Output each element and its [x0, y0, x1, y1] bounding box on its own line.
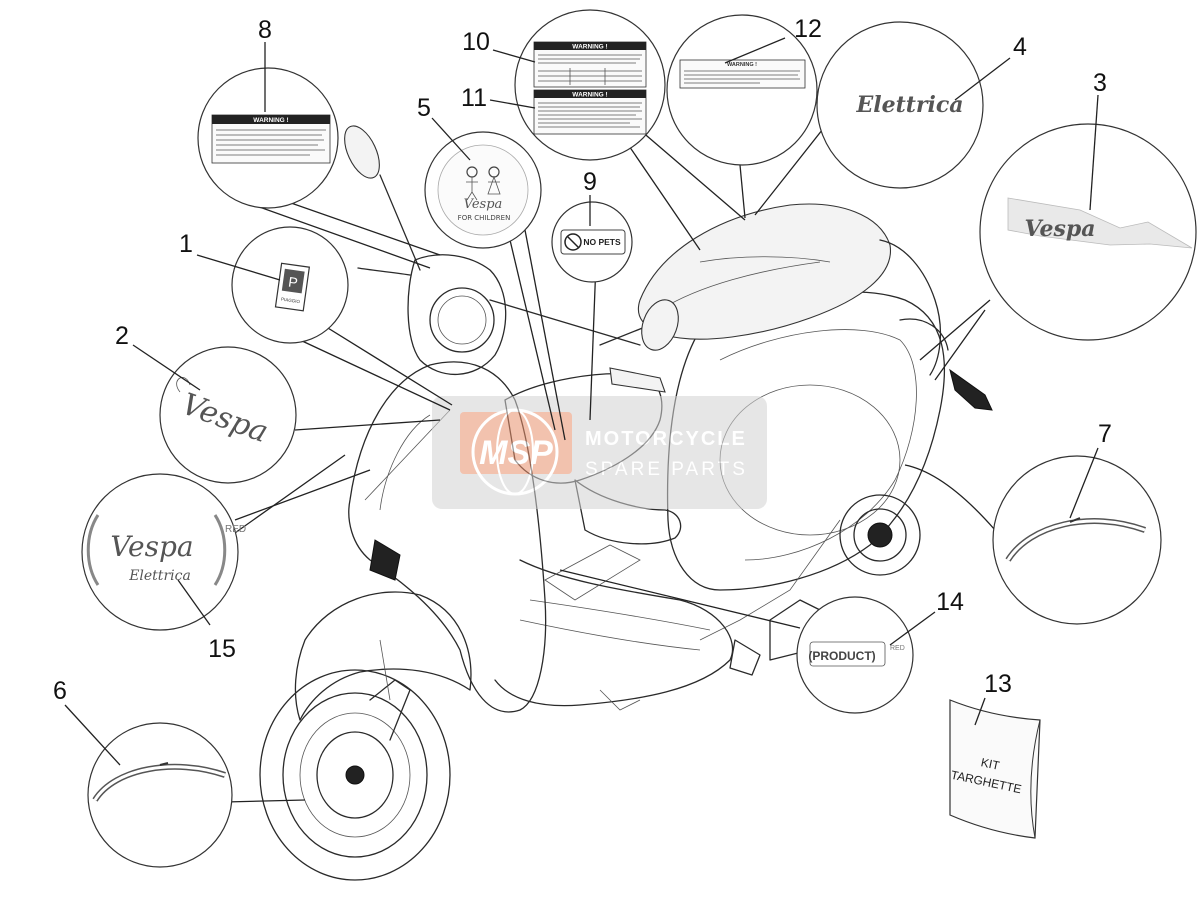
kit-envelope: KIT TARGHETTE [949, 699, 1041, 839]
callout-4: 4 [1013, 33, 1027, 61]
watermark-logo: MSP [479, 434, 553, 472]
callout-5: 5 [417, 94, 431, 122]
detail-circle-2: Vespa [159, 346, 297, 484]
detail-circle-6 [87, 722, 233, 868]
detail-circle-4: Elettrica [816, 21, 984, 189]
detail-circle-12: WARNING ! [666, 14, 818, 166]
warning-label-12: WARNING ! [727, 62, 757, 68]
vespa-logo-5: Vespa [464, 197, 503, 212]
detail-circle-14: (PRODUCT) RED [796, 596, 914, 714]
callout-2: 2 [115, 322, 129, 350]
callout-9: 9 [583, 168, 597, 196]
svg-text:P: P [287, 274, 298, 291]
warning-label-8: WARNING ! [253, 117, 288, 124]
callout-13: 13 [984, 670, 1012, 698]
watermark-badge [460, 412, 572, 474]
callout-15: 15 [208, 635, 236, 663]
watermark: MSP MOTORCYCLE SPARE PARTS [432, 396, 767, 509]
plate-brand: PIAGGIO [281, 297, 301, 305]
detail-circle-8: WARNING ! [197, 67, 339, 209]
detail-circle-5: Vespa FOR CHILDREN [424, 131, 542, 249]
leader-lines [224, 119, 996, 803]
for-children-text: FOR CHILDREN [458, 214, 511, 222]
detail-circle-1: P PIAGGIO [231, 226, 349, 344]
warning-label-10: WARNING ! [572, 44, 607, 51]
kit-label-line1: KIT [980, 755, 1002, 773]
number-leaders [64, 37, 1099, 766]
scooter-outline [259, 125, 993, 881]
watermark-plate [432, 396, 767, 509]
callout-3: 3 [1093, 69, 1107, 97]
elettrica-small: Elettrica [128, 568, 191, 584]
detail-circle-7 [992, 455, 1162, 625]
callout-6: 6 [53, 677, 67, 705]
vespa-logo-15: Vespa [110, 530, 193, 563]
callout-1: 1 [179, 230, 193, 258]
watermark-subtitle: SPARE PARTS [585, 459, 748, 480]
callout-10: 10 [462, 28, 490, 56]
callout-7: 7 [1098, 420, 1112, 448]
warning-label-11: WARNING ! [572, 92, 607, 99]
callout-11: 11 [461, 84, 487, 112]
callout-8: 8 [258, 16, 272, 44]
watermark-title: MOTORCYCLE [585, 428, 747, 450]
detail-circle-10-11: WARNING ! WARNING ! [514, 9, 666, 161]
detail-circle-9: NO PETS [551, 201, 633, 283]
elettrica-badge: Elettrica [855, 92, 963, 118]
vespa-logo-3: Vespa [1024, 216, 1095, 242]
callout-numbers: 1 2 3 4 5 6 7 8 9 10 11 12 13 14 15 [53, 15, 1112, 705]
red-suffix-15: RED [225, 524, 246, 535]
no-pets-text: NO PETS [583, 237, 621, 247]
product-text: (PRODUCT) [808, 649, 875, 663]
product-red-suffix: RED [890, 645, 905, 652]
callout-12: 12 [794, 15, 822, 43]
detail-circle-15: Vespa Elettrica RED [81, 473, 246, 631]
detail-circle-3: Vespa [979, 123, 1197, 341]
callout-14: 14 [936, 588, 964, 616]
